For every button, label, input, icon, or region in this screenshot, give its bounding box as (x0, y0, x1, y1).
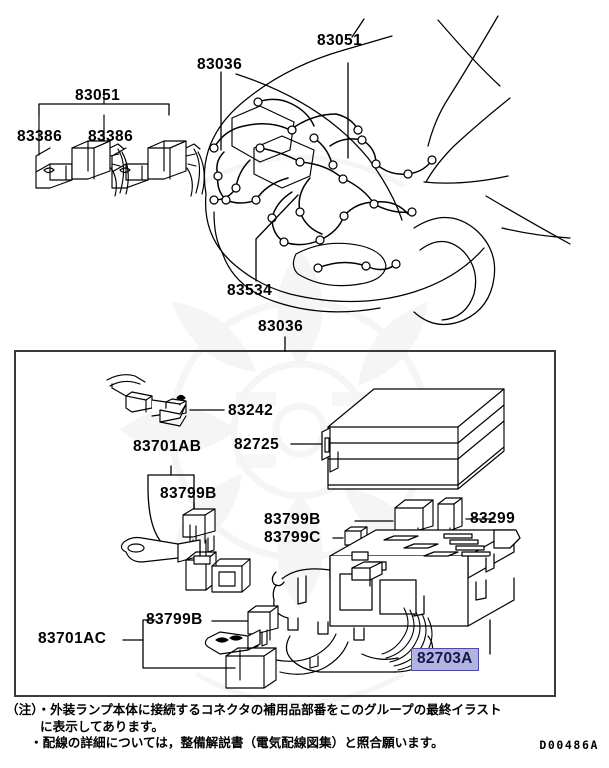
callout-83799b-box[interactable]: 83799B (264, 511, 321, 528)
callout-83799b-low[interactable]: 83799B (146, 611, 203, 628)
footnote-line-3: ・配線の詳細については，整備解説書（電気配線図集）と照合願います。 (30, 735, 444, 751)
callout-83036-vehicle[interactable]: 83036 (197, 56, 243, 73)
callout-82725[interactable]: 82725 (234, 436, 280, 453)
callout-83799c-box[interactable]: 83799C (264, 529, 321, 546)
callout-83386-left[interactable]: 83386 (17, 128, 63, 145)
callout-83036-panel[interactable]: 83036 (258, 318, 304, 335)
callout-83799b-top[interactable]: 83799B (160, 485, 217, 502)
callout-83701ac[interactable]: 83701AC (38, 630, 107, 647)
drawing-code: D00486A (539, 738, 599, 752)
callout-83242[interactable]: 83242 (228, 402, 274, 419)
callout-83051-vehicle[interactable]: 83051 (317, 32, 363, 49)
footnote-line-2: に表示してあります。 (40, 718, 164, 734)
callout-82703a-highlighted[interactable]: 82703A (411, 648, 479, 671)
callout-83299[interactable]: 83299 (470, 510, 516, 527)
callout-83051-group[interactable]: 83051 (75, 87, 121, 104)
footnote-line-1: （注）・外装ランプ本体に接続するコネクタの補用品部番をこのグループの最終イラスト (6, 702, 502, 717)
footnote-block: （注）・外装ランプ本体に接続するコネクタの補用品部番をこのグループの最終イラスト… (6, 702, 502, 752)
callout-83386-right[interactable]: 83386 (88, 128, 134, 145)
callout-83701ab[interactable]: 83701AB (133, 438, 202, 455)
callout-83534-vehicle[interactable]: 83534 (227, 282, 273, 299)
